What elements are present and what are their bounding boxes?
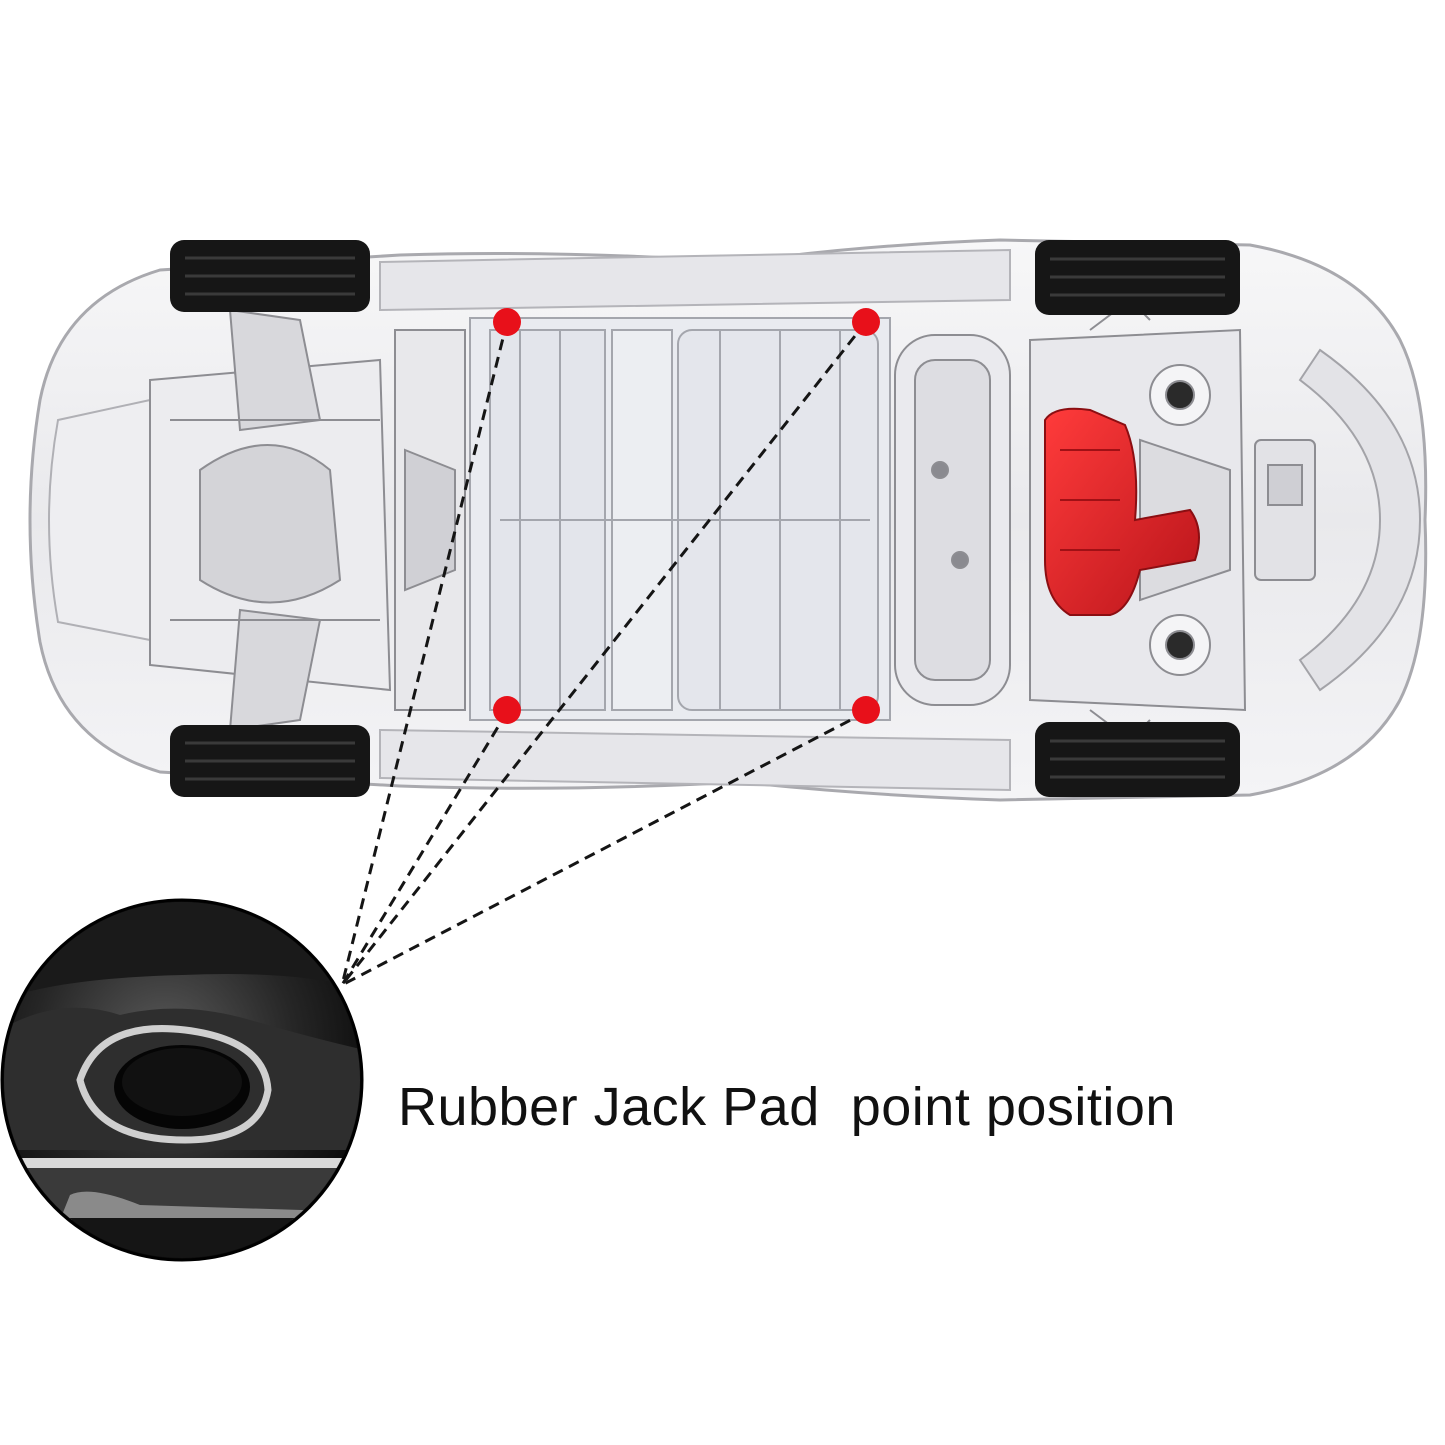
caption-text: Rubber Jack Pad point position bbox=[398, 1077, 1176, 1137]
jack-pad-closeup bbox=[0, 898, 364, 1262]
front-subframe bbox=[149, 308, 466, 732]
leader-line-front-left bbox=[340, 321, 509, 986]
leader-line-front-right bbox=[340, 321, 868, 986]
jack-points bbox=[493, 308, 880, 724]
leader-line-rear-right bbox=[341, 710, 867, 987]
front-right-jack-point bbox=[852, 308, 880, 336]
tires bbox=[170, 240, 1240, 797]
battery-pack bbox=[469, 317, 891, 721]
front-right-tire bbox=[170, 725, 370, 797]
leader-lines bbox=[340, 321, 868, 987]
rear-left-tire bbox=[1035, 240, 1240, 315]
rear-right-jack-point bbox=[852, 696, 880, 724]
rear-right-tire bbox=[1035, 722, 1240, 797]
front-left-tire bbox=[170, 240, 370, 312]
rear-drive-motor bbox=[1044, 407, 1200, 616]
rear-left-jack-point bbox=[493, 696, 521, 724]
front-left-jack-point bbox=[493, 308, 521, 336]
